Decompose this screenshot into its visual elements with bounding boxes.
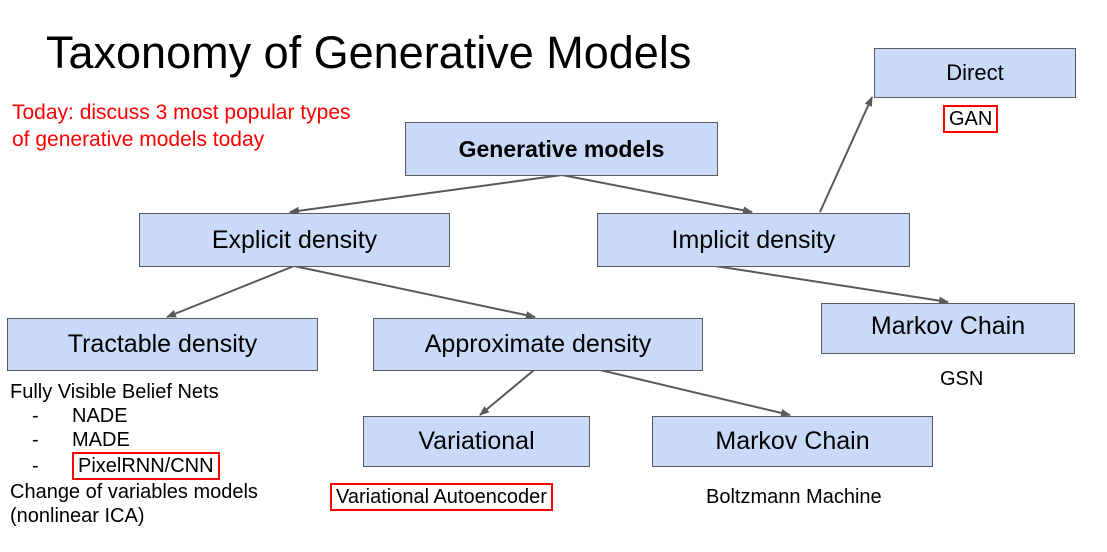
list-dash: - [32,405,39,427]
annotation-note: Today: discuss 3 most popular types of g… [12,101,351,151]
label-gan: GAN [943,105,999,133]
list-item-label: MADE [72,429,130,451]
node-variational: Variational [363,416,590,467]
tractable-methods-list: Fully Visible Belief Nets - NADE - MADE … [10,380,258,528]
edge-explicit-to-approximate [293,265,536,320]
edge-generative-to-explicit [289,174,563,215]
node-tractable-density-label: Tractable density [67,330,258,358]
list-dash: - [32,455,39,477]
node-generative-models: Generative models [405,122,718,176]
node-implicit-density-label: Implicit density [671,225,836,254]
node-tractable-density: Tractable density [7,318,318,371]
node-markov-chain-implicit-label: Markov Chain [870,312,1026,340]
list-item-label-highlighted: PixelRNN/CNN [72,452,220,480]
list-dash: - [32,429,39,451]
node-explicit-density: Explicit density [139,213,450,267]
list-item-label: NADE [72,405,128,427]
node-approximate-density-label: Approximate density [424,330,652,358]
node-direct: Direct [874,48,1076,98]
list-item: - PixelRNN/CNN [32,452,258,480]
node-generative-models-label: Generative models [458,135,665,162]
list-footer-line: (nonlinear ICA) [10,505,145,527]
edge-approximate-to-markov [599,369,791,417]
node-implicit-density: Implicit density [597,213,910,267]
edge-implicit-to-markov [714,265,949,305]
node-markov-chain-implicit: Markov Chain [821,303,1075,354]
list-heading: Fully Visible Belief Nets [10,381,219,403]
page-title: Taxonomy of Generative Models [46,27,692,78]
label-variational-autoencoder: Variational Autoencoder [330,483,553,511]
node-markov-chain-approx: Markov Chain [652,416,933,467]
edge-generative-to-implicit [561,174,753,215]
list-item: - NADE [32,404,258,428]
edge-explicit-to-tractable [166,265,295,318]
list-item: - MADE [32,428,258,452]
label-boltzmann-machine: Boltzmann Machine [706,486,882,508]
node-explicit-density-label: Explicit density [211,225,378,254]
node-approximate-density: Approximate density [373,318,703,371]
node-variational-label: Variational [418,427,535,455]
edge-approximate-to-variational [479,369,535,416]
node-direct-label: Direct [946,60,1004,85]
edge-implicit-to-direct [819,96,873,213]
list-footer-line: Change of variables models [10,481,258,503]
label-gsn: GSN [940,368,984,390]
node-markov-chain-approx-label: Markov Chain [715,427,870,455]
